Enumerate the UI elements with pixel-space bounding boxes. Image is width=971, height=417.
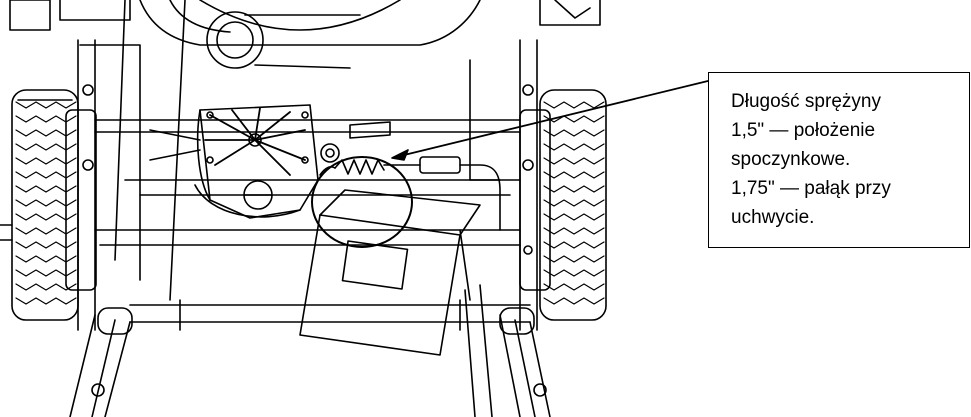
callout-line-handle-length-cont: uchwycie. (731, 207, 815, 228)
callout-line-title: Długość sprężyny (731, 91, 881, 112)
handle-bars (69, 0, 551, 417)
auger-housing (9, 0, 601, 46)
right-wheel-tread (543, 101, 605, 305)
frame-crossbars (94, 119, 531, 331)
battery-box (299, 189, 481, 356)
callout-line-rest-length-cont: spoczynkowe. (731, 149, 851, 170)
gearbox-ribs (204, 107, 306, 176)
discharge-outlet (206, 11, 361, 69)
left-wheel (0, 89, 97, 321)
left-wheel-tread (15, 101, 77, 305)
right-wheel (519, 89, 607, 321)
spring-length-callout: Długość sprężyny 1,5" — położenie spoczy… (708, 72, 970, 248)
callout-line-rest-length: 1,5" — położenie (731, 120, 876, 141)
callout-line-handle-length: 1,75" — pałąk przy (731, 178, 891, 199)
spring-detail-circle (311, 156, 413, 248)
gearbox (149, 104, 319, 219)
callout-leader-line (399, 79, 713, 157)
leader-arrowhead (391, 149, 409, 161)
